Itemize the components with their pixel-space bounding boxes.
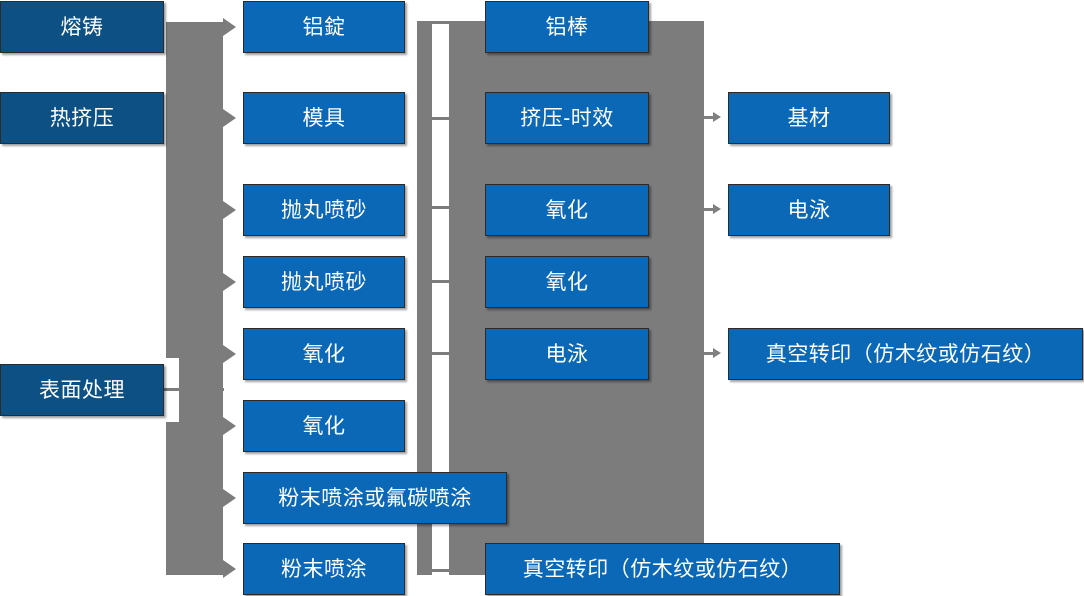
process-box-extrusion-aging[interactable]: 挤压-时效 — [485, 92, 649, 144]
tie-oxidation-b — [430, 280, 451, 283]
output-label: 电泳 — [787, 198, 831, 222]
stage-label: 热挤压 — [49, 106, 115, 130]
stage-label: 熔铸 — [60, 15, 104, 39]
arrow-head — [713, 204, 721, 214]
arrow-down-to-surface-treatment — [72, 340, 86, 350]
process-label: 铝棒 — [545, 15, 589, 39]
process-box-aluminum-bar[interactable]: 铝棒 — [485, 1, 649, 53]
arrow-down-to-hot-extrusion — [72, 72, 86, 82]
process-label: 氧化 — [545, 198, 589, 222]
process-box-powder-coating[interactable]: 粉末喷涂 — [243, 543, 405, 595]
process-box-shot-blasting-2[interactable]: 抛丸喷砂 — [243, 256, 405, 308]
stage-box-hot-extrusion[interactable]: 热挤压 — [0, 92, 164, 144]
arrow-to-substrate — [704, 112, 721, 122]
arrow-to-vacuum-transfer-output — [704, 348, 721, 358]
process-label: 粉末喷涂或氟碳喷涂 — [278, 486, 472, 510]
output-box-electrophoresis[interactable]: 电泳 — [728, 184, 890, 236]
stage-label: 表面处理 — [39, 378, 125, 402]
process-box-mold[interactable]: 模具 — [243, 92, 405, 144]
connector-stage-trunk — [166, 22, 223, 575]
arrow-to-shot-blasting-1 — [223, 201, 236, 219]
process-label: 挤压-时效 — [520, 106, 614, 130]
connector-process1-bar — [417, 21, 432, 575]
process-box-oxidation-4[interactable]: 氧化 — [485, 256, 649, 308]
output-label: 真空转印（仿木纹或仿石纹） — [765, 342, 1046, 366]
arrow-to-mold — [223, 109, 236, 127]
process-label: 抛丸喷砂 — [281, 198, 367, 222]
process-box-powder-or-fluorocarbon[interactable]: 粉末喷涂或氟碳喷涂 — [243, 472, 507, 524]
process-box-aluminum-ingot[interactable]: 铝錠 — [243, 1, 405, 53]
arrow-to-powder-or-fluorocarbon — [223, 489, 236, 507]
arrow-head — [713, 348, 721, 358]
arrow-to-electrophoresis-output — [704, 204, 721, 214]
arrow-shaft — [704, 115, 713, 119]
process-box-vacuum-transfer[interactable]: 真空转印（仿木纹或仿石纹） — [485, 543, 840, 595]
tie-extrusion-aging — [430, 117, 451, 120]
arrow-to-oxidation-2 — [223, 417, 236, 435]
tie-oxidation-a — [430, 206, 451, 209]
process-label: 粉末喷涂 — [281, 557, 367, 581]
process-label: 抛丸喷砂 — [281, 270, 367, 294]
stage-box-surface-treatment[interactable]: 表面处理 — [0, 364, 164, 416]
process-label: 氧化 — [545, 270, 589, 294]
process-box-shot-blasting-1[interactable]: 抛丸喷砂 — [243, 184, 405, 236]
arrow-to-powder-coating — [223, 560, 236, 578]
arrow-to-oxidation-1 — [223, 345, 236, 363]
arrow-to-aluminum-ingot — [223, 18, 236, 36]
process-box-oxidation-3[interactable]: 氧化 — [485, 184, 649, 236]
process-box-electrophoresis[interactable]: 电泳 — [485, 328, 649, 380]
output-box-vacuum-transfer[interactable]: 真空转印（仿木纹或仿石纹） — [728, 328, 1083, 380]
arrow-head — [713, 112, 721, 122]
process-label: 铝錠 — [302, 15, 346, 39]
arrow-to-shot-blasting-2 — [223, 273, 236, 291]
output-label: 基材 — [787, 106, 831, 130]
output-box-substrate[interactable]: 基材 — [728, 92, 890, 144]
process-label: 氧化 — [302, 342, 346, 366]
process-label: 真空转印（仿木纹或仿石纹） — [522, 557, 803, 581]
stage-box-melt-cast[interactable]: 熔铸 — [0, 1, 164, 53]
process-label: 模具 — [302, 106, 346, 130]
process-box-oxidation-2[interactable]: 氧化 — [243, 400, 405, 452]
connector-surface-treatment-stub — [164, 388, 224, 391]
process-label: 电泳 — [545, 342, 589, 366]
arrow-shaft — [704, 351, 713, 355]
process-box-oxidation-1[interactable]: 氧化 — [243, 328, 405, 380]
tie-vacuum-transfer — [430, 569, 451, 572]
process-label: 氧化 — [302, 414, 346, 438]
tie-electrophoresis — [430, 352, 451, 355]
arrow-shaft — [704, 207, 713, 211]
tie-aluminum-bar — [430, 21, 451, 24]
